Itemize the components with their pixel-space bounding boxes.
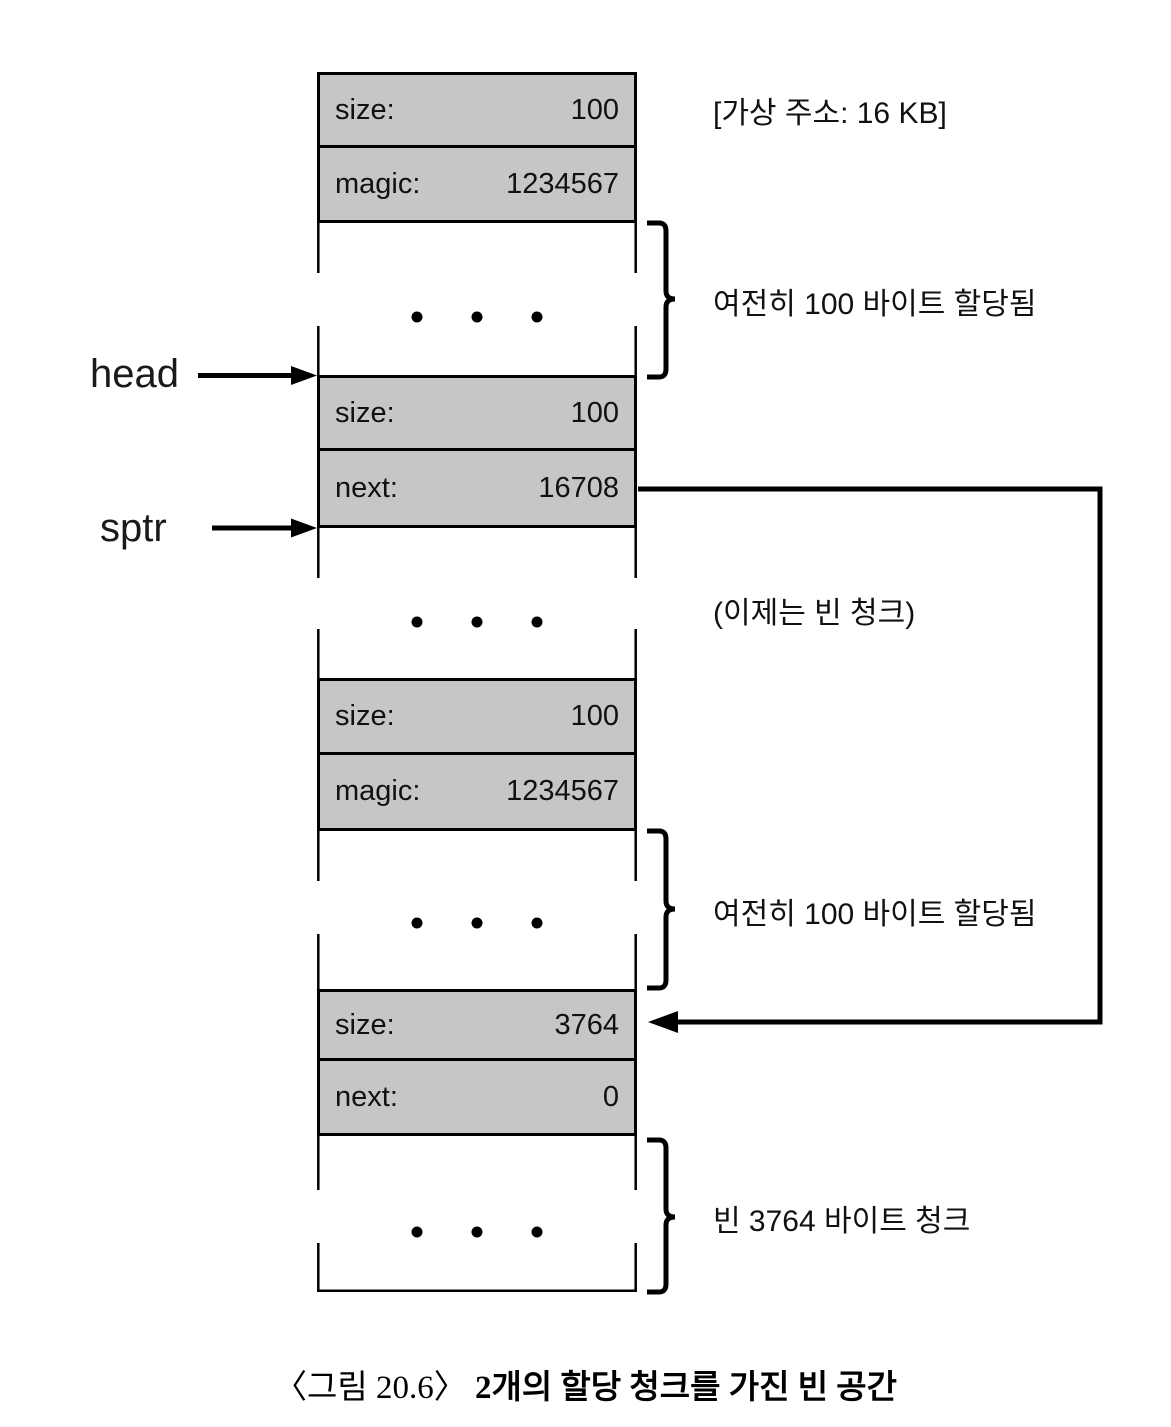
row-next-free-tail: next: 0 xyxy=(317,1058,637,1136)
row-value: 1234567 xyxy=(506,167,619,200)
row-magic-allocated-2: magic: 1234567 xyxy=(317,752,637,831)
braces xyxy=(647,220,676,1295)
sptr-arrow xyxy=(212,518,317,538)
row-label: size: xyxy=(335,396,395,429)
head-arrow xyxy=(198,366,317,385)
row-magic-allocated-1: magic: 1234567 xyxy=(317,145,637,223)
row-label: magic: xyxy=(335,167,421,200)
brace-still-allocated-top xyxy=(647,220,676,380)
row-value: 1234567 xyxy=(506,775,619,807)
row-size-free-tail: size: 3764 xyxy=(317,989,637,1061)
row-label: size: xyxy=(335,93,395,126)
row-label: size: xyxy=(335,700,395,732)
row-label: next: xyxy=(335,471,398,504)
row-label: size: xyxy=(335,1008,395,1041)
row-next-free-head: next: 16708 xyxy=(317,448,637,528)
ellipsis-dots xyxy=(411,311,543,1238)
row-value: 100 xyxy=(570,396,619,429)
row-label: next: xyxy=(335,1080,398,1113)
annotation-now-free-chunk: (이제는 빈 청크) xyxy=(713,597,916,630)
row-value: 100 xyxy=(570,93,619,126)
row-value: 0 xyxy=(602,1080,619,1113)
annotation-still-allocated-top: 여전히 100 바이트 할당됨 xyxy=(713,288,1037,321)
row-label: magic: xyxy=(335,775,421,807)
annotation-free-3764-chunk: 빈 3764 바이트 청크 xyxy=(713,1205,971,1238)
row-size-allocated-1: size: 100 xyxy=(317,72,637,148)
row-value: 16708 xyxy=(538,471,619,504)
row-size-free-head: size: 100 xyxy=(317,375,637,451)
annotation-virtual-address: [가상 주소: 16 KB] xyxy=(713,97,947,130)
row-value: 3764 xyxy=(554,1008,619,1041)
annotation-still-allocated-bottom: 여전히 100 바이트 할당됨 xyxy=(713,898,1037,931)
brace-free-chunk xyxy=(647,1137,676,1295)
brace-still-allocated-bottom xyxy=(647,828,676,991)
white-region-borders xyxy=(317,223,637,1292)
next-pointer-arrow xyxy=(638,486,1103,1033)
sptr-pointer-label: sptr xyxy=(100,506,167,550)
row-size-allocated-2: size: 100 xyxy=(317,678,637,755)
caption-number: 〈그림 20.6〉 xyxy=(273,1370,467,1406)
head-pointer-label: head xyxy=(90,352,179,396)
row-value: 100 xyxy=(570,700,619,732)
caption-title: 2개의 할당 청크를 가진 빈 공간 xyxy=(474,1370,898,1406)
figure-caption: 〈그림 20.6〉 2개의 할당 청크를 가진 빈 공간 xyxy=(0,1360,1171,1408)
